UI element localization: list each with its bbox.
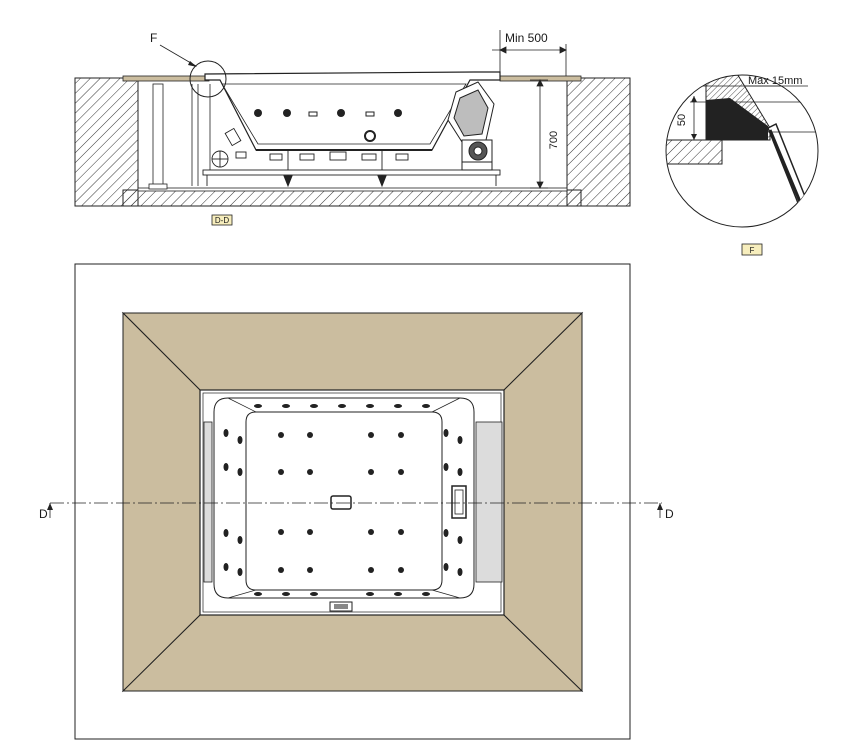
rim-jets [254,404,430,596]
tub-inner-shell [221,83,467,145]
pit-floor-line [137,187,568,192]
wall-jets-left [223,429,243,576]
pump-motor [447,81,495,171]
section-view: 700 Min 500 F D-D [74,30,631,226]
section-marker-left: D [39,507,48,521]
section-jets [254,109,402,142]
detail-tag: F [750,246,755,255]
max-gap-label: Max 15mm [748,75,802,87]
deck-surround [121,311,584,693]
left-panel [203,421,213,583]
left-valve [211,127,242,168]
left-wall [74,77,139,207]
detail-callout-label: F [150,31,157,45]
rim-height-label: 50 [676,114,688,126]
floor-jets [278,432,404,573]
right-panel [475,421,503,583]
detail-tag-box [741,243,763,256]
support-column [152,83,164,187]
min-clearance-label: Min 500 [505,31,548,45]
detail-callout-circle [189,60,227,98]
right-wall [566,77,631,207]
underside-pipes [202,150,501,188]
drain [330,495,352,510]
min-clearance-dimension [492,30,567,76]
height-dimension [530,79,548,189]
height-label: 700 [548,131,560,149]
plan-view: D D [39,263,674,740]
section-tag: D-D [215,216,229,225]
wall-jets-right [443,429,463,576]
floor-slab [122,189,582,207]
column-base [148,183,168,190]
detail-view: 50 Max 15mm F [665,74,819,256]
section-marker-right: D [665,507,674,521]
left-deck [122,75,210,82]
section-tag-box [211,214,233,226]
